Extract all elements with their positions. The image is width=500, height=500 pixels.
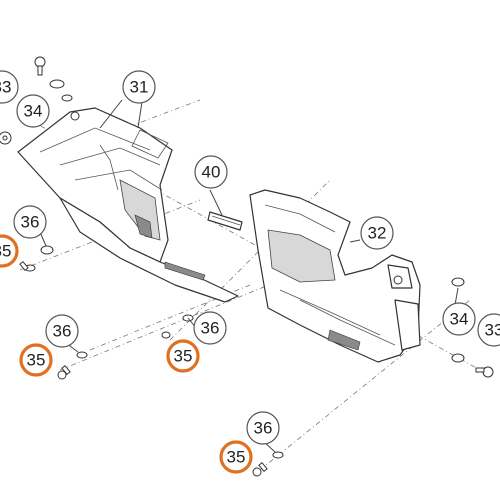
callout-34: 34 [442, 302, 476, 336]
screw-top-left [34, 56, 73, 102]
screw-mid-left [57, 351, 88, 380]
callout-ring [0, 234, 19, 268]
callout-label: 32 [368, 224, 387, 243]
callout-36: 36 [246, 411, 280, 445]
callout-label: 34 [450, 310, 469, 329]
callout-label: 31 [130, 78, 149, 97]
washer-left [0, 131, 12, 145]
callout-label: 34 [24, 102, 43, 121]
callout-40: 40 [194, 155, 228, 189]
callout-label: 35 [174, 347, 193, 366]
callout-label: 36 [254, 419, 273, 438]
callout-36: 36 [13, 205, 47, 239]
callout-ring [194, 155, 228, 189]
right-fairing-panel [249, 189, 421, 363]
fasteners [0, 56, 494, 477]
callout-36: 36 [45, 314, 79, 348]
callout-35: 35 [219, 440, 253, 474]
callout-ring [477, 313, 500, 347]
callout-ring [45, 314, 79, 348]
callout-36: 36 [193, 311, 227, 345]
callout-ring [166, 339, 200, 373]
callout-label: 40 [202, 163, 221, 182]
callout-34: 34 [16, 94, 50, 128]
callout-ring [13, 205, 47, 239]
callout-label: 36 [201, 319, 220, 338]
callout-35: 35 [166, 339, 200, 373]
callout-label: 35 [0, 242, 11, 261]
callout-35: 35 [19, 343, 53, 377]
callout-label: 36 [21, 213, 40, 232]
callout-35: 35 [0, 234, 19, 268]
screw-left-36 [19, 245, 54, 272]
callout-label: 35 [227, 448, 246, 467]
callout-ring [219, 440, 253, 474]
callout-label: 33 [0, 78, 11, 97]
callout-label: 35 [27, 351, 46, 370]
callout-ring [122, 70, 156, 104]
callout-ring [19, 343, 53, 377]
callout-33: 33 [477, 313, 500, 347]
callouts: 33 34 31 40 36 35 32 36 35 36 35 34 33 36 35 [0, 70, 500, 474]
left-fairing-panel [17, 107, 239, 303]
callout-ring [442, 302, 476, 336]
screw-right [451, 277, 494, 378]
callout-label: 36 [53, 322, 72, 341]
callout-32: 32 [360, 216, 394, 250]
callout-ring [360, 216, 394, 250]
callout-label: 33 [485, 321, 500, 340]
callout-ring [193, 311, 227, 345]
callout-33: 33 [0, 70, 19, 104]
callout-31: 31 [122, 70, 156, 104]
screw-bottom [252, 451, 284, 477]
callout-ring [246, 411, 280, 445]
trim-strip [207, 211, 243, 231]
callout-ring [16, 94, 50, 128]
callout-ring [0, 70, 19, 104]
